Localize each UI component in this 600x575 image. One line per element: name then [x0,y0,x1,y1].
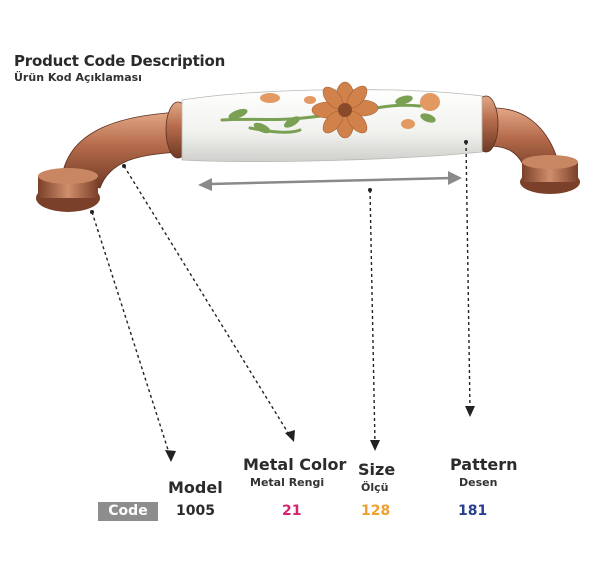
model-label: Model [168,478,223,497]
size-leader-line [369,189,376,445]
size-sublabel: Ölçü [361,481,389,494]
pattern-sublabel: Desen [459,476,498,489]
double-arrow-icon [198,171,462,191]
page-title: Product Code Description [14,52,226,70]
size-value: 128 [361,503,391,519]
metal-color-value: 21 [282,503,302,519]
metal-arrowhead [285,430,295,442]
pattern-label: Pattern [450,455,518,474]
code-badge: Code [98,502,158,521]
metal-color-sublabel: Metal Rengi [250,476,325,489]
pattern-arrowhead [465,406,475,417]
model-leader-line [91,211,171,457]
size-arrowhead [370,440,380,451]
page-subtitle: Ürün Kod Açıklaması [14,71,142,84]
ceramic-handle-image [36,81,580,212]
metal-leader-line [123,165,291,437]
size-label: Size [358,460,396,479]
model-value: 1005 [176,503,215,519]
model-arrowhead [165,450,176,462]
pattern-leader-line [465,141,471,411]
pattern-value: 181 [458,503,488,519]
metal-color-label: Metal Color [243,455,347,474]
